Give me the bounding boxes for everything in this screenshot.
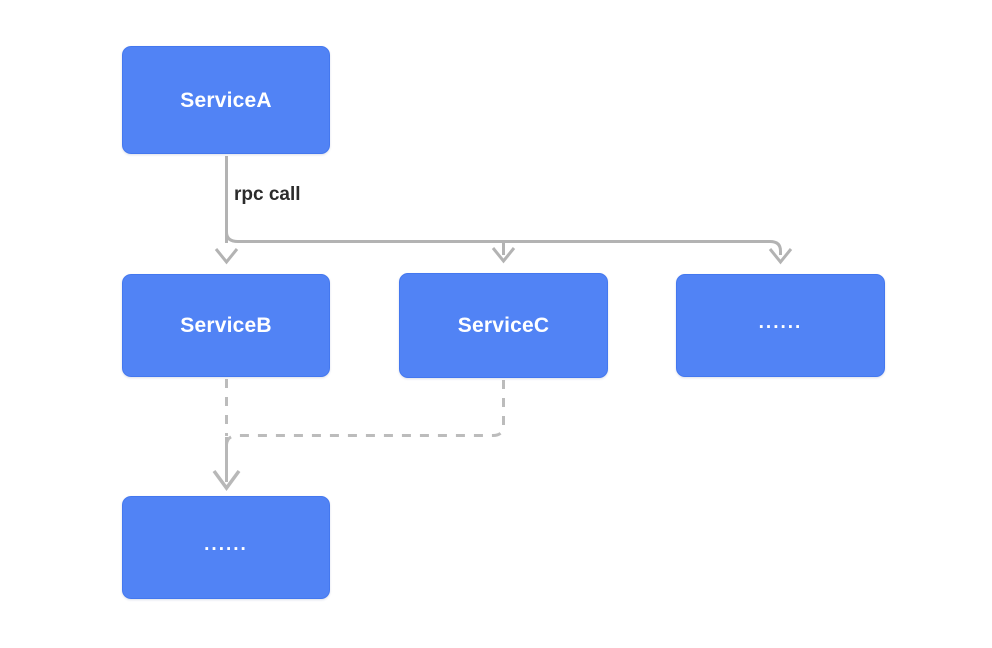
arrowhead-into-servicec [491, 247, 516, 264]
edge-fanout-bus [225, 231, 782, 255]
node-serviceb[interactable]: ServiceB [122, 274, 330, 377]
node-servicec-label: ServiceC [457, 314, 550, 337]
node-ellipsis-bottom[interactable]: ...... [122, 496, 330, 599]
edge-label-rpc-call: rpc call [234, 184, 301, 205]
node-serviceb-label: ServiceB [180, 314, 272, 337]
node-servicea-label: ServiceA [180, 88, 272, 112]
node-servicea[interactable]: ServiceA [122, 46, 330, 154]
edge-servicec-dashed [225, 380, 505, 446]
node-servicec[interactable]: ServiceC [399, 273, 608, 378]
arrowhead-into-ellipsis-box [768, 248, 793, 265]
arrowhead-into-serviceb [214, 248, 239, 265]
arrowhead-into-bottom-ellipsis-box [212, 469, 241, 491]
node-ellipsis-right-label: ...... [758, 312, 803, 333]
node-ellipsis-right[interactable]: ...... [676, 274, 885, 377]
node-ellipsis-bottom-label: ...... [204, 534, 248, 555]
